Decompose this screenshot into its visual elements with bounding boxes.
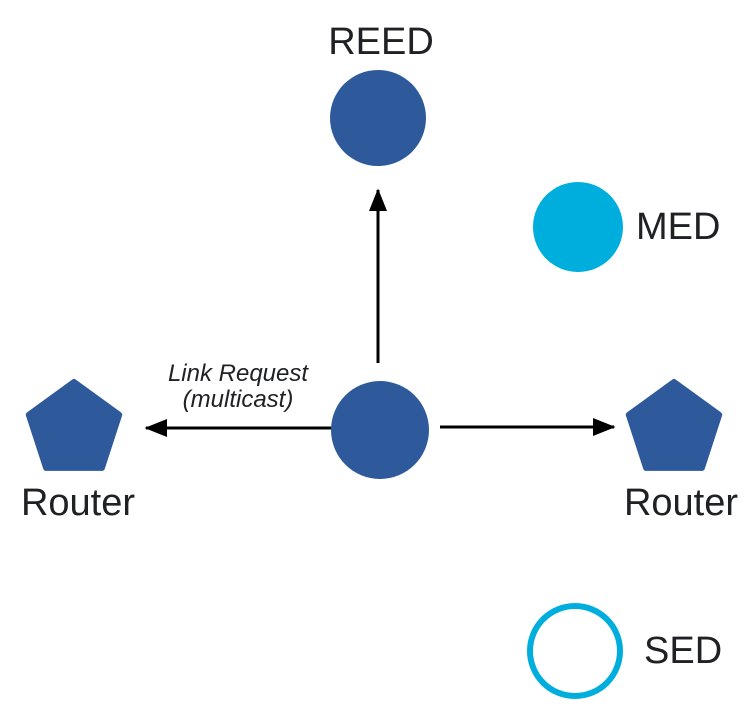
router-right-pentagon-icon bbox=[625, 379, 723, 471]
router-right-label: Router bbox=[623, 482, 739, 524]
link-request-annotation-line2: (multicast) bbox=[182, 386, 294, 413]
reed-label: REED bbox=[328, 21, 434, 63]
center-device-circle-icon bbox=[331, 381, 429, 479]
link-request-annotation-line1: Link Request bbox=[167, 360, 309, 387]
router-left-label: Router bbox=[20, 482, 136, 524]
med-label: MED bbox=[636, 206, 721, 249]
sed-label: SED bbox=[644, 630, 723, 673]
link-request-annotation: Link Request (multicast) bbox=[168, 361, 308, 413]
med-node-circle-icon bbox=[533, 182, 623, 272]
reed-node-circle-icon bbox=[330, 70, 426, 166]
sed-node-circle-icon bbox=[527, 603, 623, 699]
router-left-pentagon-icon bbox=[25, 379, 123, 471]
